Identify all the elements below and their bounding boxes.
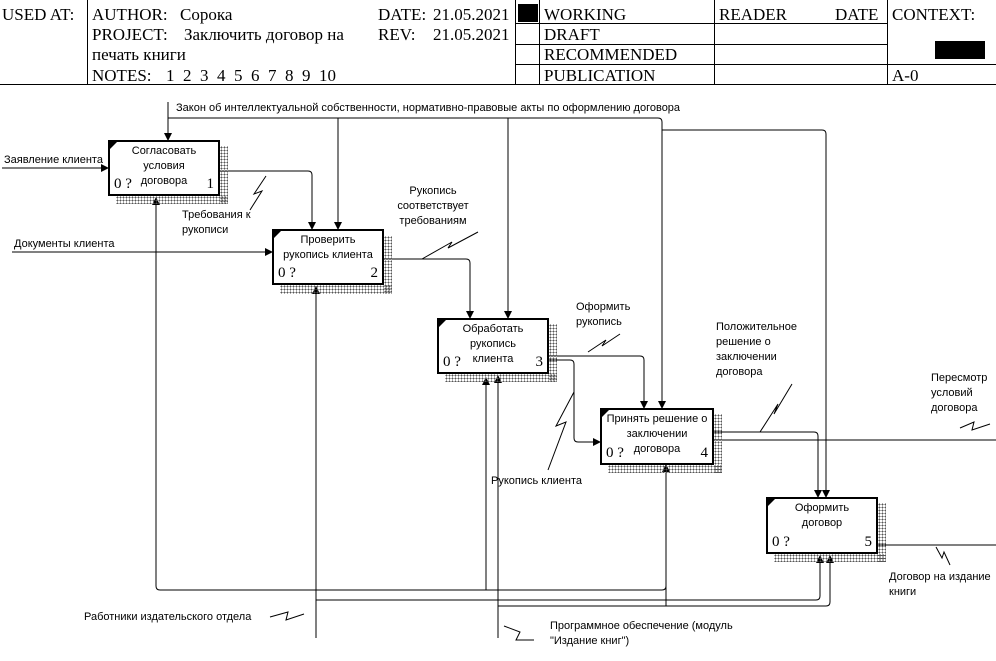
positive-decision-arrow <box>714 431 822 498</box>
contract-output-squiggle <box>935 546 951 566</box>
reader-date-label: DATE <box>835 5 879 24</box>
mechanism-staff-arrow <box>316 555 824 601</box>
label-client-manuscript: Рукопись клиента <box>491 475 583 487</box>
status-working-marker <box>518 4 538 22</box>
activity-box-4[interactable]: Принять решение о заключении договора 0 … <box>600 408 714 465</box>
requirements-arrow <box>220 170 316 230</box>
activity-cost: 0 ? <box>114 176 132 192</box>
activity-number: 1 <box>206 176 215 192</box>
feedback-arrow <box>152 197 667 591</box>
rev-value: 21.05.2021 <box>433 25 510 44</box>
label-input-application: Заявление клиента <box>4 154 103 166</box>
activity-box-5[interactable]: Оформить договор 0 ? 5 <box>766 497 878 554</box>
activity-box-3[interactable]: Обработать рукопись клиента 0 ? 3 <box>437 318 549 374</box>
activity-number: 4 <box>700 445 709 461</box>
box-shadow <box>280 285 392 294</box>
label-contract-output: Договор на издание книги <box>889 571 991 598</box>
box-shadow <box>608 465 722 473</box>
activity-number: 5 <box>864 534 873 550</box>
label-manuscript-ok: Рукопись соответствует требованиям <box>397 185 469 227</box>
client-manuscript-arrow <box>548 359 601 446</box>
activity-cost: 0 ? <box>606 445 624 461</box>
box-shadow <box>220 146 228 204</box>
box-shadow <box>549 324 557 382</box>
label-mechanism-staff: Работники издательского отдела <box>84 611 252 623</box>
label-mechanism-software: Программное обеспечение (модуль "Издание… <box>550 620 733 647</box>
mechanism-software-squiggle <box>503 625 534 641</box>
context-parent-marker <box>935 41 985 59</box>
author-label: AUTHOR: <box>92 5 168 24</box>
context-label: CONTEXT: <box>892 5 976 24</box>
client-manuscript-squiggle <box>547 391 575 471</box>
header-divider <box>515 64 888 65</box>
manuscript-ok-squiggle <box>421 231 479 260</box>
activity-title: Согласовать условия договора <box>131 145 197 187</box>
box-shadow <box>714 414 722 473</box>
activity-title: Оформить договор <box>794 502 850 529</box>
diagram-header-frame: USED AT: AUTHOR: Сорока PROJECT: Заключи… <box>0 0 996 85</box>
activity-cost: 0 ? <box>278 265 296 281</box>
status-recommended: RECOMMENDED <box>544 45 678 64</box>
header-divider <box>515 44 888 45</box>
activity-number: 2 <box>370 265 379 281</box>
notes-label: NOTES: <box>92 66 152 85</box>
box-shadow <box>878 503 886 562</box>
label-input-documents: Документы клиента <box>14 238 115 250</box>
process-manuscript-squiggle <box>587 333 621 353</box>
process-manuscript-arrow <box>548 355 648 409</box>
rev-label: REV: <box>378 25 416 44</box>
activity-box-2[interactable]: Проверить рукопись клиента 0 ? 2 <box>272 229 384 285</box>
header-divider <box>87 0 88 84</box>
box-shadow <box>445 374 557 382</box>
header-divider <box>539 0 540 84</box>
activity-title: Принять решение о заключении договора <box>606 413 708 455</box>
activity-number: 3 <box>535 354 544 370</box>
revise-terms-squiggle <box>959 421 991 431</box>
date-value: 21.05.2021 <box>433 5 510 24</box>
control-law-arrow <box>168 117 666 409</box>
requirements-squiggle <box>249 175 267 211</box>
control-law-arrow <box>662 129 830 498</box>
header-divider <box>887 0 888 84</box>
project-value: Заключить договор на печать книги <box>92 25 344 64</box>
activity-title: Проверить рукопись клиента <box>283 234 373 261</box>
notes-value: 1 2 3 4 5 6 7 8 9 10 <box>166 66 336 85</box>
label-control-law: Закон об интеллектуальной собственности,… <box>176 102 681 114</box>
activity-title: Обработать рукопись клиента <box>462 323 524 365</box>
header-divider <box>515 23 888 24</box>
activity-cost: 0 ? <box>772 534 790 550</box>
author-value: Сорока <box>180 5 233 24</box>
status-publication: PUBLICATION <box>544 66 656 85</box>
box-shadow <box>384 236 392 294</box>
label-positive-decision: Положительное решение о заключении догов… <box>716 321 797 378</box>
used-at-label: USED AT: <box>2 5 75 24</box>
header-divider <box>887 64 996 65</box>
box-shadow <box>774 554 886 562</box>
mechanism-software-arrow <box>498 555 834 607</box>
label-revise-terms: Пересмотр условий договора <box>931 372 988 414</box>
reader-label: READER <box>719 5 787 24</box>
activity-cost: 0 ? <box>443 354 461 370</box>
manuscript-ok-arrow <box>384 258 474 319</box>
mechanism-staff-squiggle <box>269 611 305 621</box>
date-label: DATE: <box>378 5 427 24</box>
node-number: A-0 <box>892 66 919 85</box>
label-requirements: Требования к рукописи <box>182 209 251 236</box>
header-divider <box>515 0 516 84</box>
header-divider <box>714 0 715 84</box>
label-process-manuscript: Оформить рукопись <box>576 301 631 328</box>
activity-box-1[interactable]: Согласовать условия договора 0 ? 1 <box>108 140 220 196</box>
project-label: PROJECT: <box>92 25 168 44</box>
positive-decision-squiggle <box>759 383 793 433</box>
status-working: WORKING <box>544 5 627 24</box>
box-shadow <box>116 196 228 204</box>
status-draft: DRAFT <box>544 25 600 44</box>
